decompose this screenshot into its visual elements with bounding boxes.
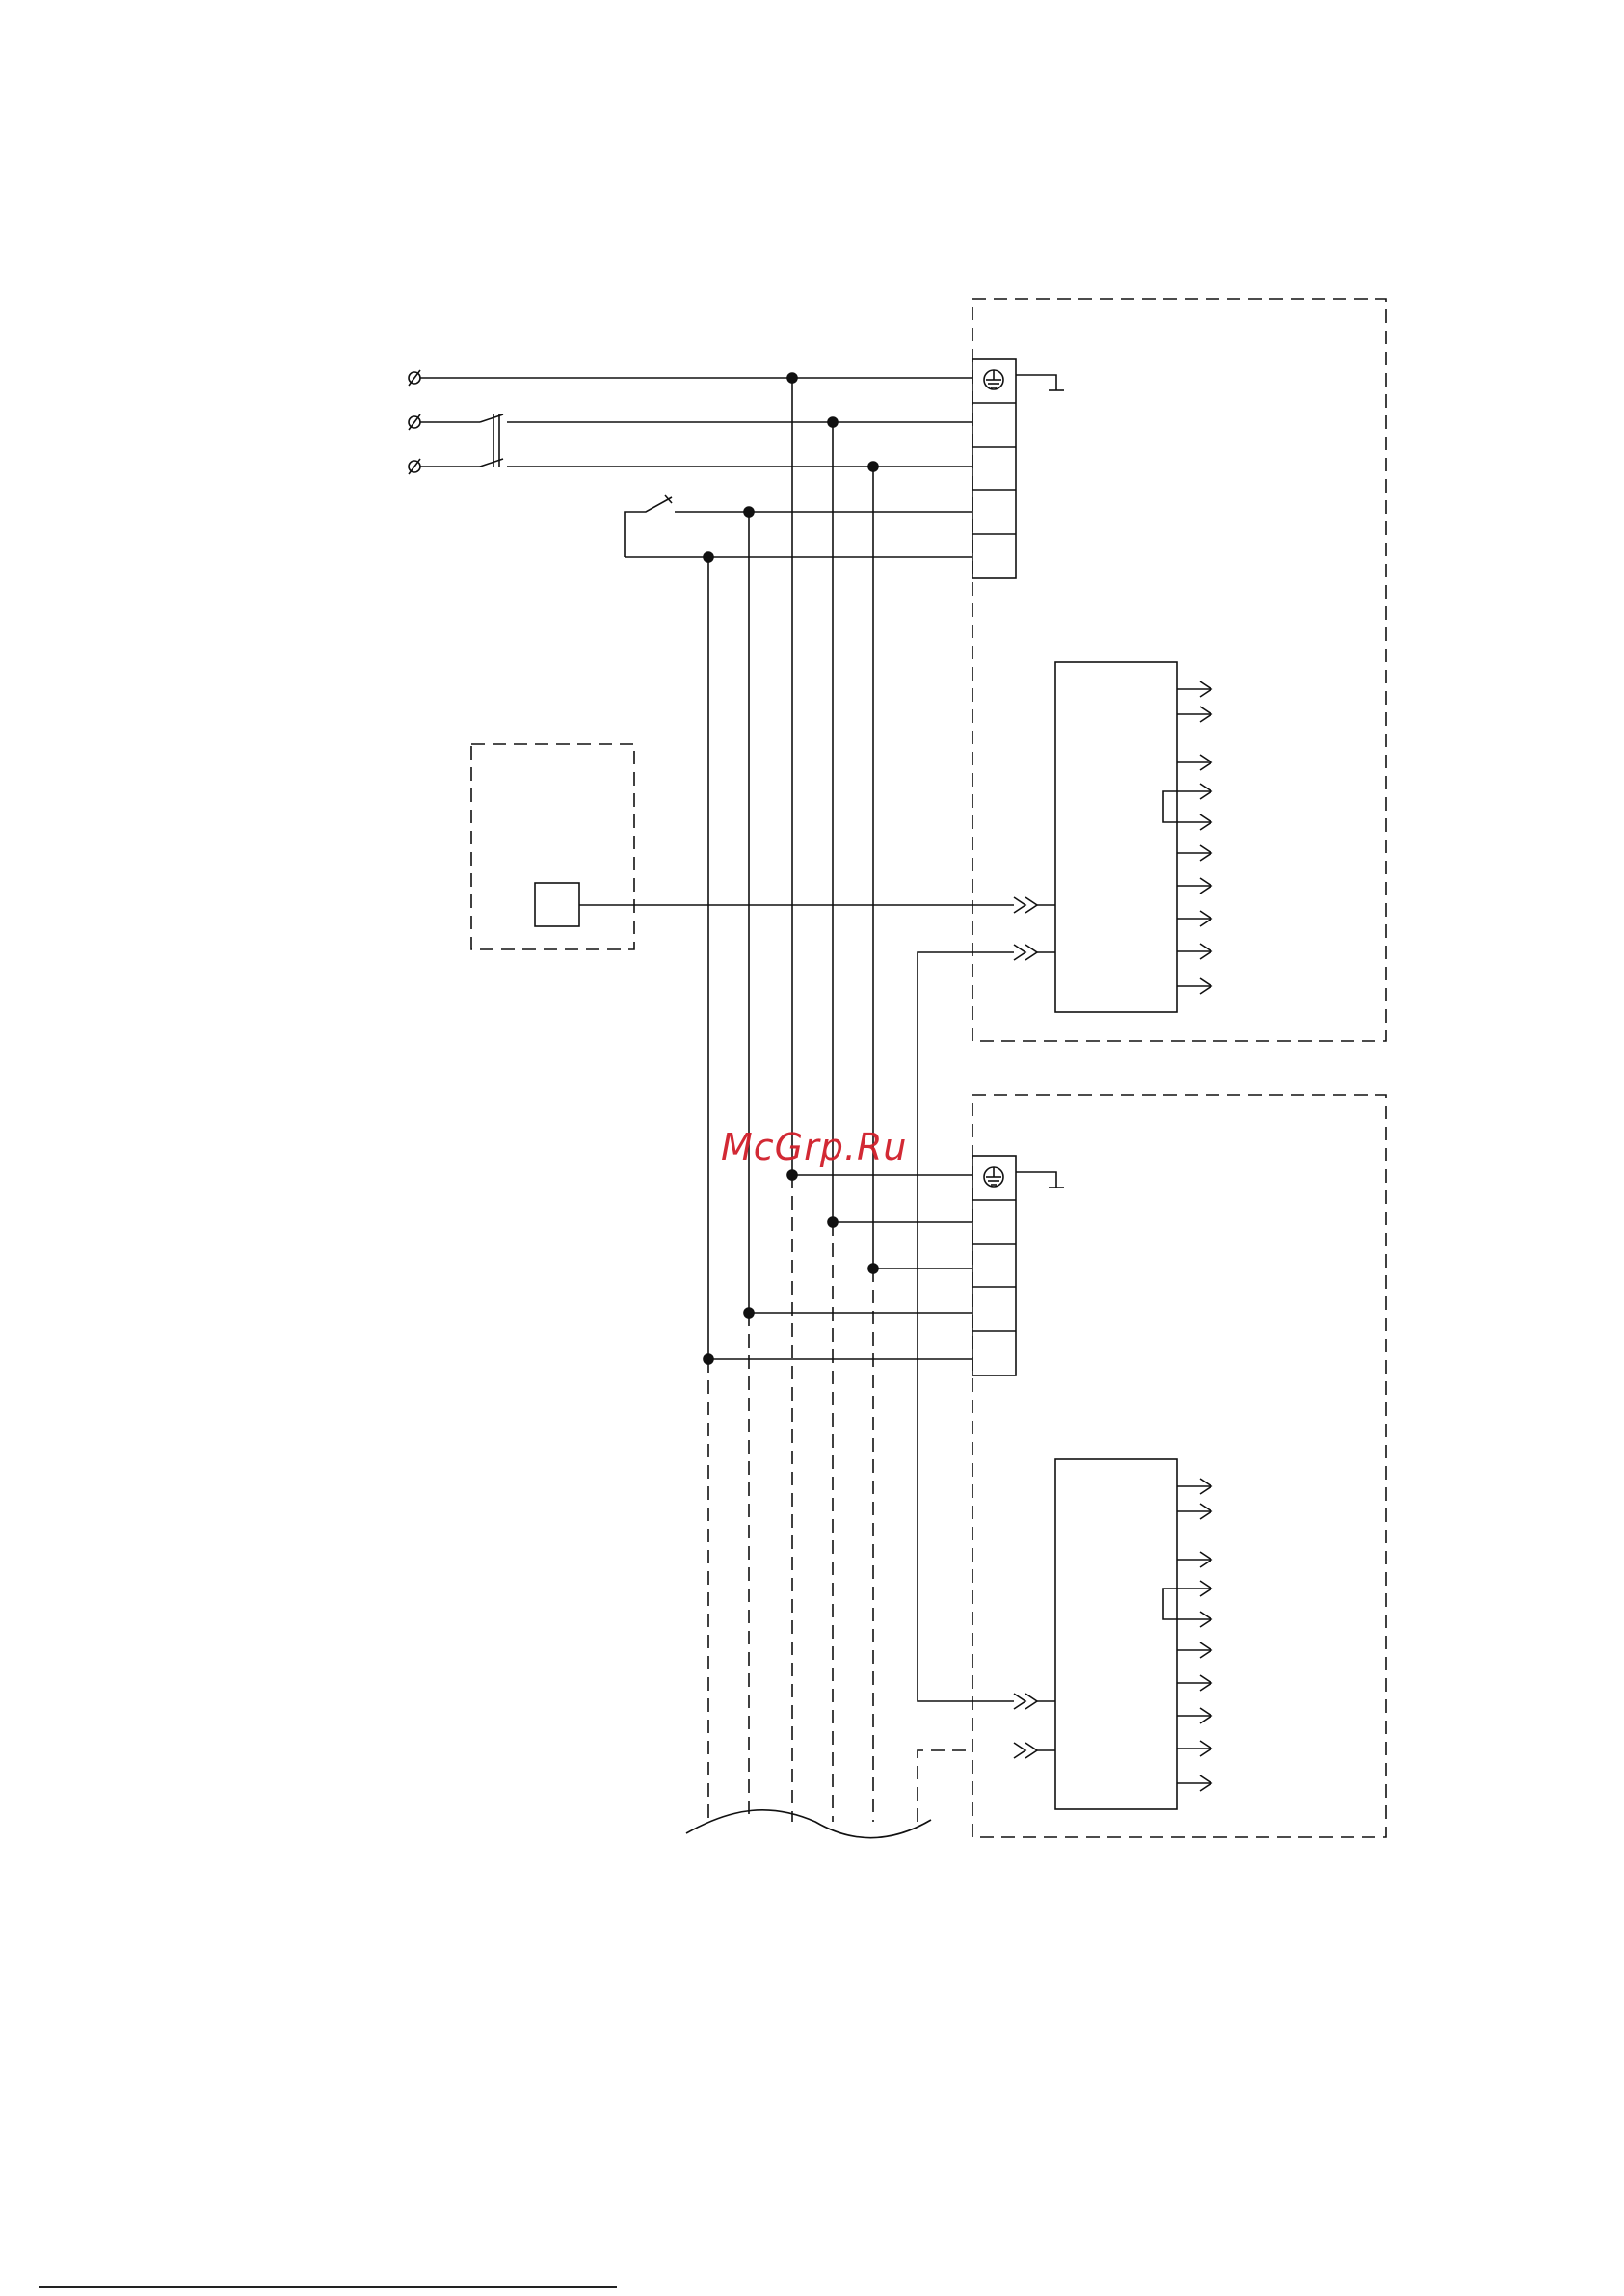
double-pole-breaker-icon [480, 414, 503, 467]
arrow-output-icon [1177, 1675, 1211, 1691]
double-chevron-connector-icon [1014, 1743, 1055, 1758]
single-switch-icon [625, 495, 672, 557]
arrow-output-icon [1177, 784, 1211, 799]
arrow-output-icon [1177, 707, 1211, 722]
phase-marker-icon [409, 414, 420, 430]
unit-1-controller [1055, 662, 1177, 1012]
sensor-element [535, 883, 579, 926]
wire-link [918, 952, 1014, 1701]
arrow-output-icon [1177, 681, 1211, 697]
arrow-output-icon [1177, 978, 1211, 994]
arrow-output-icon [1177, 1642, 1211, 1658]
unit-2-enclosure [972, 1095, 1386, 1837]
bus-continuation [708, 1175, 972, 1822]
arrow-output-icon [1177, 814, 1211, 830]
jumper-bracket [1163, 1589, 1177, 1619]
double-chevron-connector-icon [1014, 897, 1055, 913]
arrow-output-icon [1177, 1708, 1211, 1723]
protective-earth-icon [984, 1167, 1003, 1187]
earth-ground-icon [1016, 1172, 1064, 1188]
jumper-bracket [1163, 791, 1177, 822]
unit-1-enclosure [972, 299, 1386, 1041]
unit-1-terminal-block [972, 359, 1016, 578]
footer-rule [39, 2286, 617, 2288]
earth-ground-icon [1016, 375, 1064, 390]
arrow-output-icon [1177, 878, 1211, 894]
phase-marker-icon [409, 459, 420, 474]
unit-2-outputs [1163, 1479, 1211, 1791]
break-line [686, 1810, 931, 1838]
arrow-output-icon [1177, 1581, 1211, 1596]
arrow-output-icon [1177, 1552, 1211, 1567]
unit-1-outputs [1163, 681, 1211, 994]
arrow-output-icon [1177, 755, 1211, 770]
double-chevron-connector-icon [1014, 945, 1055, 960]
arrow-output-icon [1177, 1612, 1211, 1627]
phase-marker-icon [409, 370, 420, 386]
arrow-output-icon [1177, 845, 1211, 861]
arrow-output-icon [1177, 1479, 1211, 1494]
arrow-output-icon [1177, 911, 1211, 926]
arrow-output-icon [1177, 1775, 1211, 1791]
unit-2-controller [1055, 1459, 1177, 1809]
watermark-text: McGrp.Ru [721, 1126, 907, 1168]
arrow-output-icon [1177, 1504, 1211, 1519]
protective-earth-icon [984, 370, 1003, 389]
sensor-module-enclosure [471, 744, 634, 949]
double-chevron-connector-icon [1014, 1694, 1055, 1709]
arrow-output-icon [1177, 944, 1211, 959]
arrow-output-icon [1177, 1741, 1211, 1756]
unit-2-terminal-block [972, 1156, 1016, 1375]
